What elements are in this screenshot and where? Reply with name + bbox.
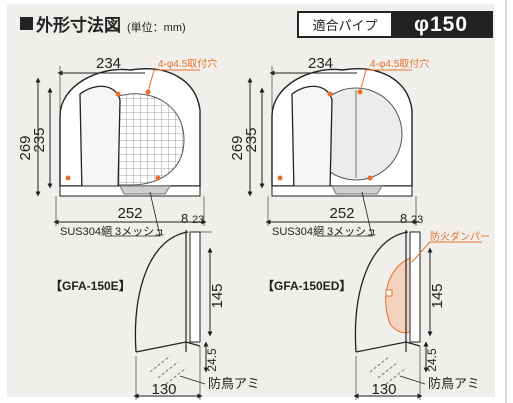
height-outer-label: 269 bbox=[229, 135, 246, 160]
duct-body bbox=[409, 231, 421, 343]
height-outer-label: 269 bbox=[17, 135, 34, 160]
lip-dim-label: 24.5 bbox=[205, 348, 219, 372]
hole-callout: 4-φ4.5取付穴 bbox=[158, 57, 217, 70]
bird-net bbox=[149, 355, 187, 385]
hood-side-profile bbox=[354, 231, 409, 353]
damper-leader bbox=[411, 241, 482, 263]
base-width-label: 252 bbox=[117, 205, 142, 222]
bird-net bbox=[369, 355, 407, 385]
front-view-left bbox=[35, 66, 207, 237]
side-view-left bbox=[133, 230, 213, 400]
duct-body bbox=[189, 231, 201, 343]
hole-callout: 4-φ4.5取付穴 bbox=[370, 57, 429, 70]
grille bbox=[114, 93, 185, 186]
model-label: 【GFA-150E】 bbox=[50, 278, 131, 293]
front-view-right bbox=[247, 66, 419, 237]
mount-hole bbox=[367, 175, 373, 181]
mesh-callout: SUS304網 3メッシュ bbox=[60, 224, 165, 238]
mesh-callout: SUS304網 3メッシュ bbox=[272, 224, 377, 238]
depth-dim-label: 130 bbox=[371, 381, 396, 398]
flange-dim-label: 8 bbox=[181, 211, 188, 226]
depth-dim-label: 130 bbox=[151, 381, 176, 398]
top-dim-label: 23 bbox=[411, 214, 423, 226]
base-width-label: 252 bbox=[329, 205, 354, 222]
damper-swing bbox=[385, 257, 411, 334]
model-label: 【GFA-150ED】 bbox=[262, 278, 351, 293]
mesh-leader bbox=[317, 191, 373, 237]
duct-dim-label: 145 bbox=[209, 283, 226, 308]
bird-net-leader bbox=[179, 375, 206, 385]
pipe-badge: 適合パイプ φ150 bbox=[297, 11, 493, 38]
title-square-icon bbox=[20, 17, 33, 30]
lip-dim-label: 24.5 bbox=[425, 348, 439, 372]
width-label: 234 bbox=[308, 55, 333, 72]
bird-net-leader bbox=[399, 375, 426, 385]
damper-marker bbox=[385, 289, 393, 297]
hood-flap bbox=[291, 85, 333, 195]
unit-label: (単位：mm) bbox=[127, 22, 186, 34]
mount-hole bbox=[327, 91, 333, 97]
height-inner-label: 235 bbox=[31, 127, 48, 152]
hood-bottom bbox=[135, 341, 201, 353]
width-label: 234 bbox=[96, 55, 121, 72]
bird-net-label: 防鳥アミ bbox=[208, 376, 260, 391]
flange-dim-label: 8 bbox=[400, 211, 407, 226]
mount-hole bbox=[155, 175, 161, 181]
page-title: 外形寸法図 bbox=[36, 16, 121, 35]
title-block: 外形寸法図 (単位：mm) bbox=[20, 11, 186, 36]
duct-dim-label: 145 bbox=[429, 283, 446, 308]
mesh-detail bbox=[119, 185, 171, 195]
side-rule bbox=[505, 0, 507, 403]
mount-hole bbox=[277, 175, 283, 181]
mesh-leader bbox=[105, 191, 161, 237]
damper-label: 防火ダンパー bbox=[430, 230, 490, 243]
side-view-right bbox=[353, 230, 482, 400]
pipe-label: 適合パイプ bbox=[312, 18, 378, 33]
mount-hole bbox=[65, 175, 71, 181]
hole-leader bbox=[359, 69, 412, 93]
height-inner-label: 235 bbox=[243, 127, 260, 152]
mesh-detail bbox=[331, 185, 383, 195]
hole-leader bbox=[147, 69, 200, 93]
top-dim-label: 23 bbox=[192, 214, 204, 226]
hood-side-profile bbox=[134, 231, 189, 353]
hood-flap bbox=[79, 85, 121, 195]
mount-hole bbox=[115, 91, 121, 97]
bird-net-label: 防鳥アミ bbox=[428, 376, 480, 391]
pipe-value: φ150 bbox=[391, 13, 491, 36]
hood-bottom bbox=[355, 341, 421, 353]
